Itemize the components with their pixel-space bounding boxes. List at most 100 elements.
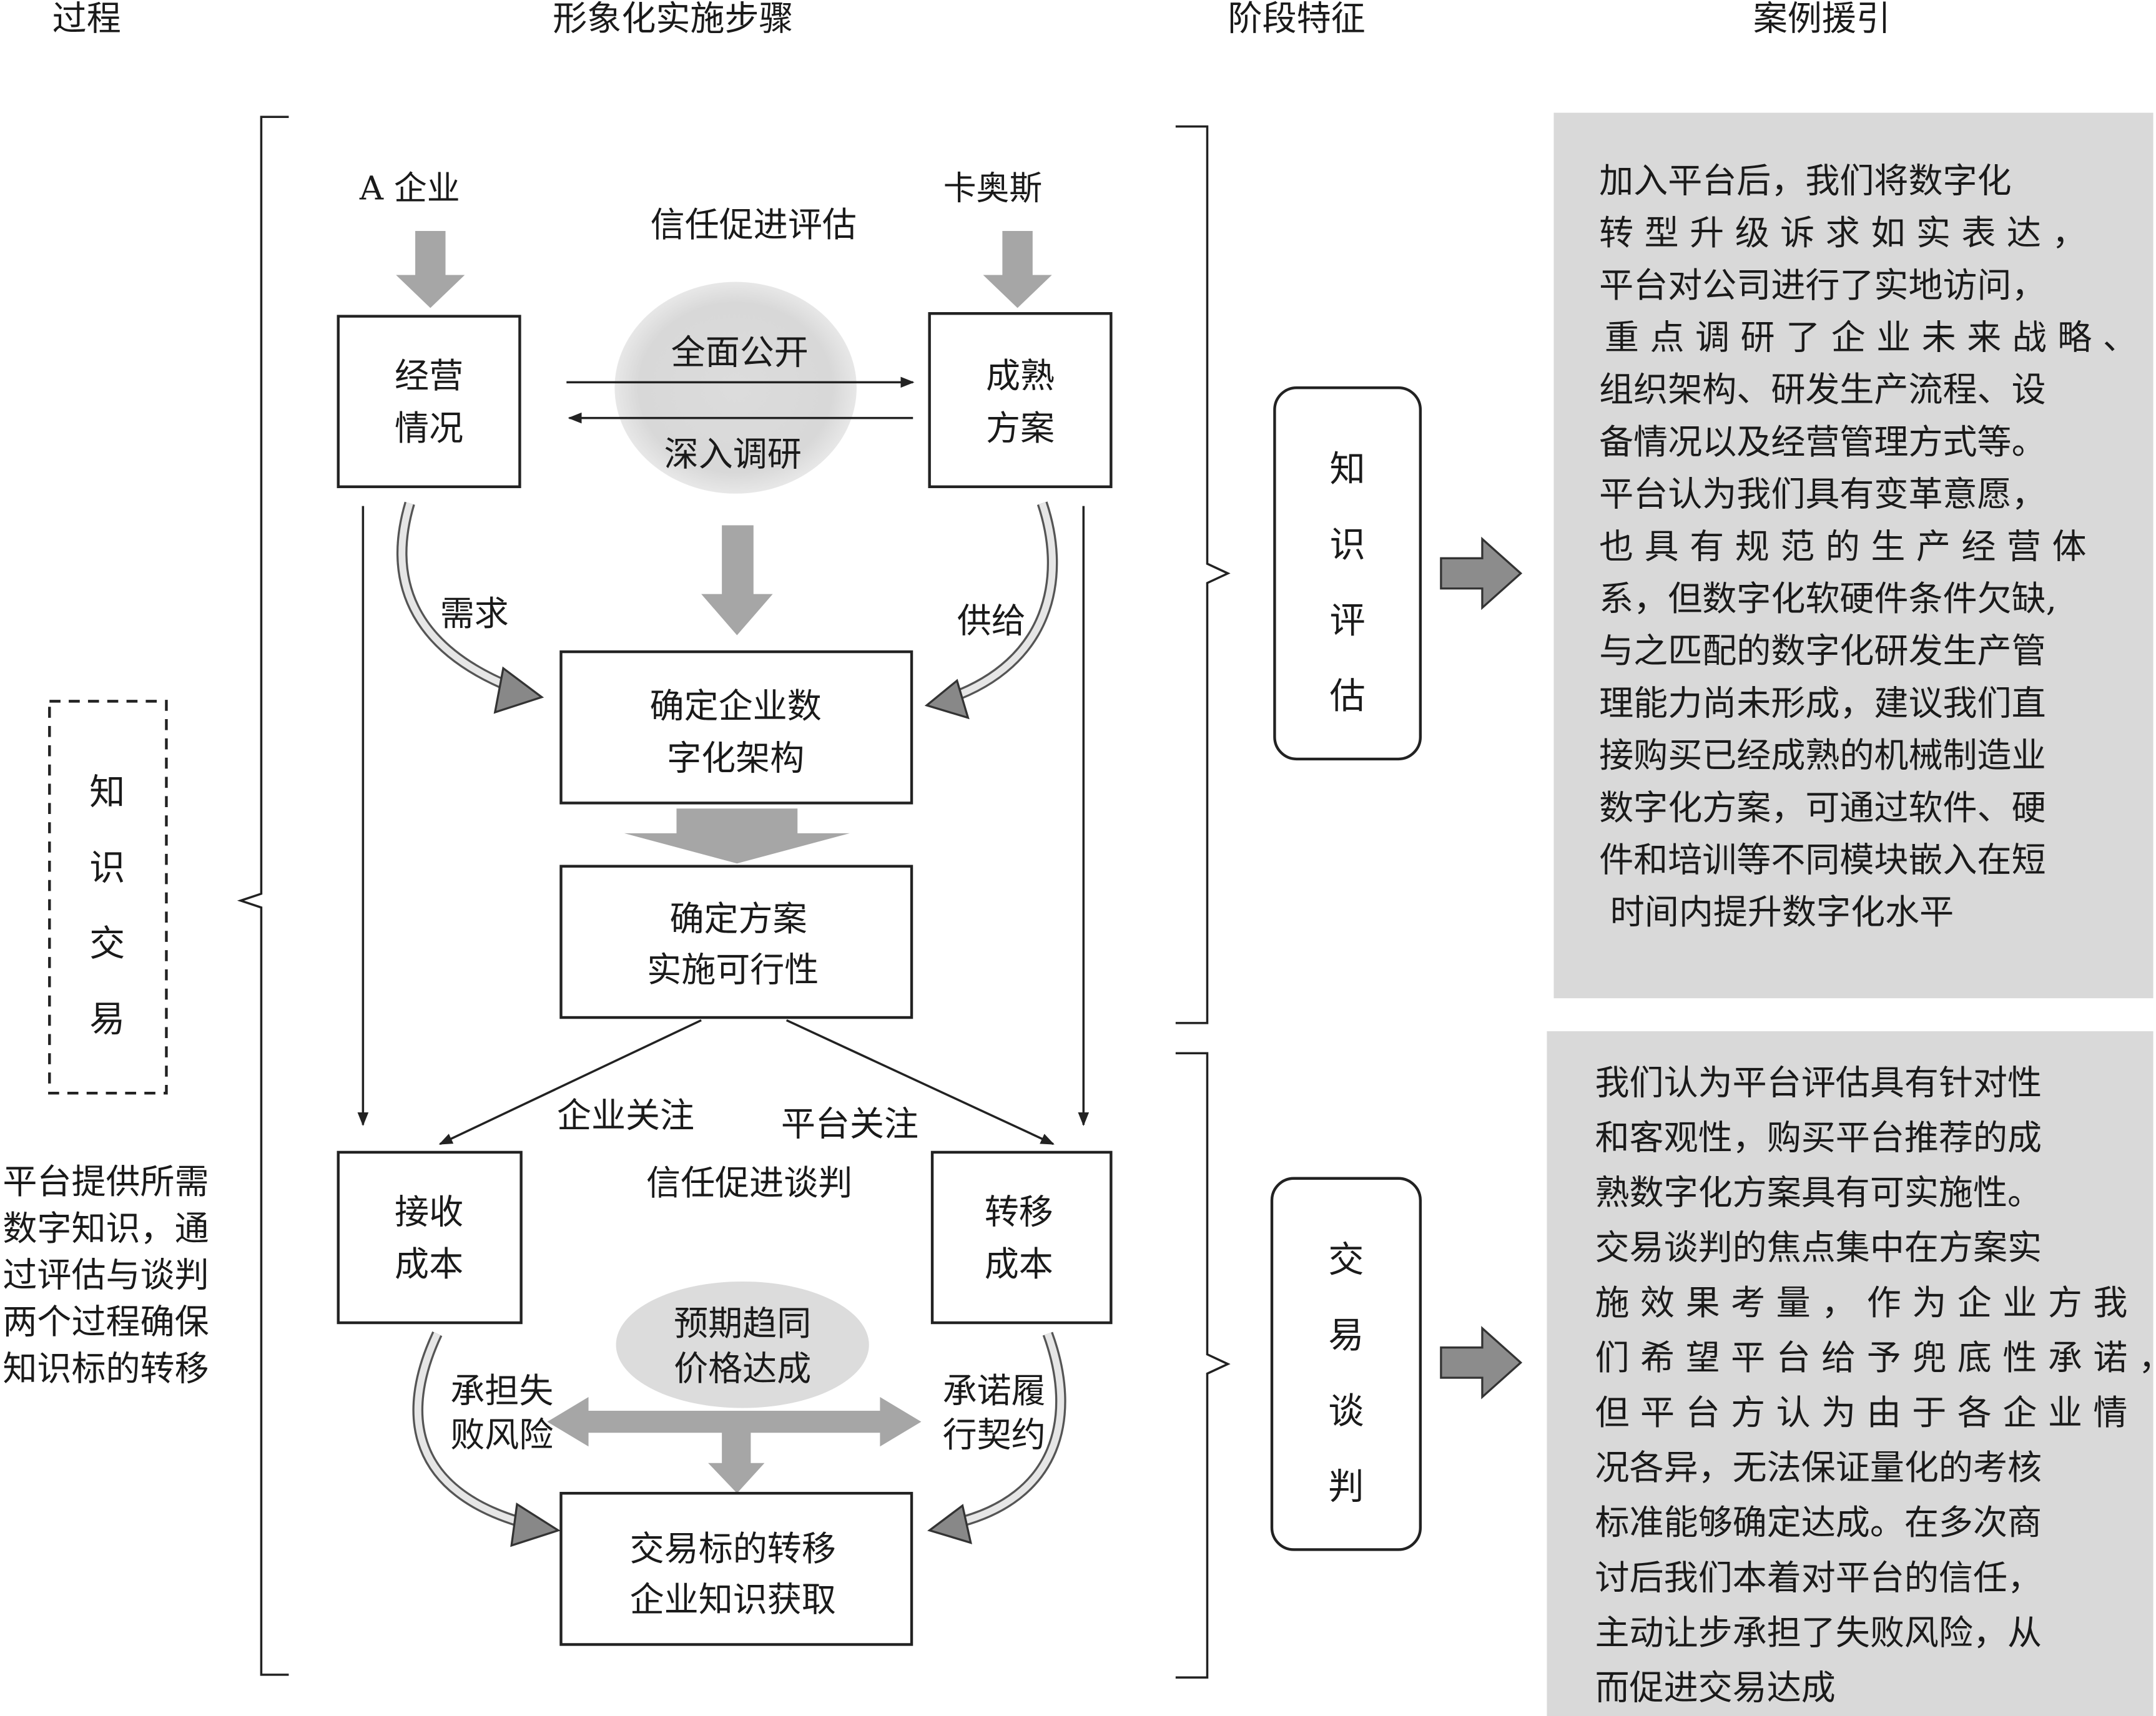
- arrow-down-icon: [396, 231, 465, 308]
- stage-char: 判: [1328, 1466, 1364, 1508]
- case-line: 平台对公司进行了实地访问，: [1599, 265, 2046, 305]
- case-line: 况各异，无法保证量化的考核: [1595, 1448, 2042, 1488]
- case-line: 们 希 望 平 台 给 予 兜 底 性 承 诺 ，: [1595, 1338, 2156, 1378]
- demand-curve-arrow: [398, 502, 513, 691]
- risk-arrowhead-icon: [510, 1503, 561, 1547]
- operating-status-text: 情况: [395, 408, 463, 448]
- case-panel-evaluation: [1553, 112, 2154, 999]
- stage-box-trade-negotiation: [1270, 1177, 1422, 1551]
- supply-curve-arrow: [947, 502, 1056, 702]
- case-line: 重 点 调 研 了 企 业 未 来 战 略 、: [1605, 317, 2137, 357]
- consensus-text: 价格达成: [674, 1349, 811, 1389]
- research-label: 深入调研: [664, 434, 802, 474]
- case-line: 平台认为我们具有变革意愿，: [1599, 474, 2046, 514]
- double-arrow-icon: [547, 1396, 922, 1447]
- case-line: 转 型 升 级 诉 求 如 实 表 达 ，: [1599, 213, 2086, 253]
- process-description-line: 数字知识，通: [2, 1209, 209, 1248]
- feasibility-text: 实施可行性: [647, 950, 819, 990]
- digital-architecture-text: 确定企业数: [650, 686, 822, 726]
- case-line: 交易谈判的焦点集中在方案实: [1595, 1228, 2042, 1268]
- arrow-right-icon: [1440, 1326, 1523, 1400]
- party-a-label: A 企业: [359, 169, 460, 207]
- mature-solution-text: 成熟: [986, 356, 1055, 396]
- demand-label: 需求: [440, 594, 509, 634]
- company-focus-label: 企业关注: [557, 1096, 694, 1135]
- stage-char: 易: [1328, 1315, 1364, 1356]
- company-focus-arrow: [438, 1019, 702, 1145]
- transfer-cost-box: [930, 1150, 1113, 1325]
- header-features: 阶段特征: [1228, 0, 1366, 38]
- consensus-ellipse: [616, 1281, 869, 1408]
- consensus-text: 预期趋同: [674, 1303, 811, 1343]
- supply-arrowhead-icon: [924, 679, 970, 720]
- mature-solution-text: 方案: [986, 408, 1055, 448]
- mature-solution-box: [928, 312, 1113, 488]
- case-line: 和客观性，购买平台推荐的成: [1595, 1117, 2042, 1157]
- case-line: 时间内提升数字化水平: [1610, 892, 1954, 932]
- case-line: 主动让步承担了失败风险，从: [1595, 1612, 2042, 1652]
- platform-focus-arrow: [785, 1019, 1055, 1145]
- party-b-label: 卡奥斯: [943, 169, 1043, 207]
- case-line: 组织架构、研发生产流程、设: [1599, 370, 2046, 409]
- process-label-char: 识: [89, 847, 125, 889]
- receiving-cost-text: 成本: [395, 1244, 463, 1284]
- disclosure-label: 全面公开: [671, 333, 809, 373]
- header-steps: 形象化实施步骤: [553, 0, 793, 38]
- case-line: 备情况以及经营管理方式等。: [1599, 422, 2046, 462]
- arrow-down-icon: [983, 231, 1052, 308]
- case-line: 系，但数字化软硬件条件欠缺,: [1599, 579, 2057, 619]
- case-line: 接购买已经成熟的机械制造业: [1599, 735, 2046, 775]
- case-line: 施 效 果 考 量 ， 作 为 企 业 方 我: [1595, 1283, 2128, 1323]
- process-label-char: 易: [89, 998, 125, 1040]
- stage-char: 识: [1329, 524, 1365, 566]
- case-line: 但 平 台 方 认 为 由 于 各 企 业 情: [1595, 1393, 2128, 1433]
- negotiation-title: 信任促进谈判: [646, 1163, 852, 1203]
- transfer-cost-text: 成本: [985, 1244, 1053, 1284]
- digital-architecture-box: [559, 650, 913, 805]
- supply-label: 供给: [957, 601, 1026, 640]
- cloud-shape: [614, 282, 857, 494]
- stage-brace-evaluation: [1175, 125, 1231, 1024]
- stage-char: 估: [1329, 675, 1365, 717]
- process-label-char: 交: [89, 923, 125, 964]
- process-label-box: [48, 700, 168, 1095]
- process-description-line: 过评估与谈判: [2, 1255, 209, 1295]
- contract-curve-arrow: [953, 1332, 1065, 1527]
- process-description-line: 平台提供所需: [2, 1162, 209, 1202]
- receiving-cost-text: 接收: [395, 1192, 463, 1232]
- case-line: 数字化方案，可通过软件、硬: [1599, 788, 2046, 828]
- stage-char: 谈: [1328, 1390, 1364, 1432]
- demand-arrowhead-icon: [493, 666, 544, 714]
- evaluation-title: 信任促进评估: [651, 205, 857, 245]
- left-brace: [237, 115, 289, 1676]
- stage-char: 知: [1329, 448, 1365, 490]
- case-line: 与之匹配的数字化研发生产管: [1599, 631, 2046, 671]
- feasibility-box: [559, 865, 913, 1019]
- case-line: 我们认为平台评估具有针对性: [1595, 1062, 2042, 1102]
- case-line: 而促进交易达成: [1595, 1668, 1836, 1708]
- contract-arrowhead-icon: [927, 1504, 972, 1544]
- stage-brace-negotiation: [1175, 1052, 1231, 1679]
- stage-char: 交: [1328, 1239, 1364, 1281]
- transfer-cost-text: 转移: [985, 1192, 1053, 1232]
- process-description-line: 两个过程确保: [2, 1302, 209, 1342]
- knowledge-transfer-text: 交易标的转移: [630, 1529, 836, 1569]
- arrow-down-icon: [701, 525, 773, 635]
- process-description-line: 知识标的转移: [2, 1349, 209, 1389]
- knowledge-transfer-text: 企业知识获取: [630, 1580, 836, 1620]
- case-text-evaluation: 加入平台后，我们将数字化 转 型 升 级 诉 求 如 实 表 达 ， 平台对公司…: [1599, 160, 2137, 932]
- case-line: 件和培训等不同模块嵌入在短: [1599, 840, 2046, 880]
- case-line: 理能力尚未形成，建议我们直: [1599, 683, 2046, 723]
- stage-box-knowledge-evaluation: [1273, 386, 1422, 761]
- case-line: 加入平台后，我们将数字化: [1599, 160, 2011, 200]
- case-panel-negotiation: [1547, 1031, 2154, 1716]
- header-process: 过程: [52, 0, 121, 38]
- case-line: 讨后我们本着对平台的信任，: [1595, 1557, 2042, 1597]
- feasibility-text: 确定方案: [669, 899, 807, 939]
- case-line: 标准能够确定达成。在多次商: [1595, 1503, 2042, 1542]
- digital-architecture-text: 字化架构: [667, 738, 804, 778]
- contract-label: 行契约: [943, 1414, 1046, 1454]
- funnel-arrow-icon: [624, 808, 850, 864]
- arrow-down-icon: [708, 1429, 765, 1494]
- stage-char: 评: [1329, 599, 1365, 641]
